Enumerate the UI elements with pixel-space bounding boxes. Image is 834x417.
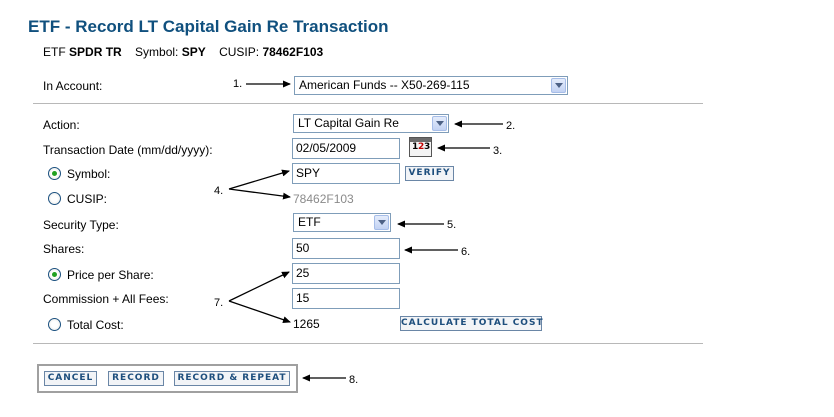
price-per-share-input[interactable]: 25	[292, 263, 400, 284]
commission-input[interactable]: 15	[292, 288, 400, 309]
action-buttons-group	[37, 364, 298, 393]
commission-label: Commission + All Fees:	[43, 292, 169, 306]
chevron-down-icon[interactable]	[551, 78, 566, 93]
security-type-select-value: ETF	[298, 215, 321, 229]
chevron-down-icon[interactable]	[374, 215, 389, 230]
record-button[interactable]: RECORD	[108, 371, 164, 386]
annotation-label-3: 3.	[493, 145, 503, 157]
security-summary: ETF SPDR TR Symbol: SPY CUSIP: 78462F103	[43, 45, 323, 59]
price-per-share-label: Price per Share:	[67, 268, 154, 282]
action-select-value: LT Capital Gain Re	[298, 116, 399, 130]
shares-input[interactable]: 50	[292, 238, 400, 259]
total-cost-radio[interactable]	[48, 318, 61, 331]
transaction-date-input[interactable]: 02/05/2009	[292, 138, 400, 159]
security-type-prefix: ETF	[43, 45, 66, 59]
security-name: SPDR TR	[69, 45, 122, 59]
annotation-arrow-7a	[228, 271, 290, 302]
account-select-value: American Funds -- X50-269-115	[299, 78, 470, 92]
symbol-label: Symbol:	[67, 167, 111, 181]
chevron-down-icon[interactable]	[432, 116, 447, 131]
annotation-label-1: 1.	[233, 78, 243, 90]
annotation-arrow-7b	[228, 300, 291, 324]
action-label: Action:	[43, 118, 80, 132]
cusip-value: 78462F103	[293, 192, 354, 206]
account-select[interactable]: American Funds -- X50-269-115	[294, 76, 568, 95]
separator-top	[33, 103, 703, 104]
annotation-label-5: 5.	[447, 219, 457, 231]
verify-button[interactable]: VERIFY	[405, 166, 454, 181]
total-cost-label: Total Cost:	[67, 318, 124, 332]
shares-label: Shares:	[43, 242, 85, 256]
account-label: In Account:	[43, 79, 103, 93]
symbol-summary-label: Symbol:	[135, 45, 179, 59]
action-select[interactable]: LT Capital Gain Re	[293, 114, 449, 133]
calculate-total-cost-button[interactable]: CALCULATE TOTAL COST	[400, 316, 543, 331]
page-title: ETF - Record LT Capital Gain Re Transact…	[28, 17, 389, 36]
annotation-label-4: 4.	[214, 185, 224, 197]
annotation-label-2: 2.	[506, 120, 516, 132]
annotation-arrow-4b	[228, 188, 291, 200]
security-type-select[interactable]: ETF	[293, 213, 391, 232]
price-per-share-radio[interactable]	[48, 268, 61, 281]
annotation-arrow-4a	[228, 169, 290, 190]
calendar-icon[interactable]: 1 2 3	[409, 137, 432, 157]
cusip-summary-label: CUSIP:	[219, 45, 260, 59]
cusip-radio[interactable]	[48, 192, 61, 205]
separator-bottom	[33, 343, 703, 344]
symbol-radio[interactable]	[48, 167, 61, 180]
symbol-summary-value: SPY	[181, 45, 206, 59]
annotation-label-6: 6.	[461, 246, 471, 258]
record-and-repeat-button[interactable]: RECORD & REPEAT	[174, 371, 290, 386]
transaction-date-label: Transaction Date (mm/dd/yyyy):	[43, 143, 213, 157]
cancel-button[interactable]: CANCEL	[44, 371, 97, 386]
cusip-summary-value: 78462F103	[262, 45, 324, 59]
symbol-input[interactable]: SPY	[292, 163, 400, 184]
total-cost-value: 1265	[293, 317, 320, 331]
annotation-label-8: 8.	[349, 374, 359, 386]
annotation-label-7: 7.	[214, 297, 224, 309]
cusip-label: CUSIP:	[67, 192, 108, 206]
security-type-label: Security Type:	[43, 218, 119, 232]
